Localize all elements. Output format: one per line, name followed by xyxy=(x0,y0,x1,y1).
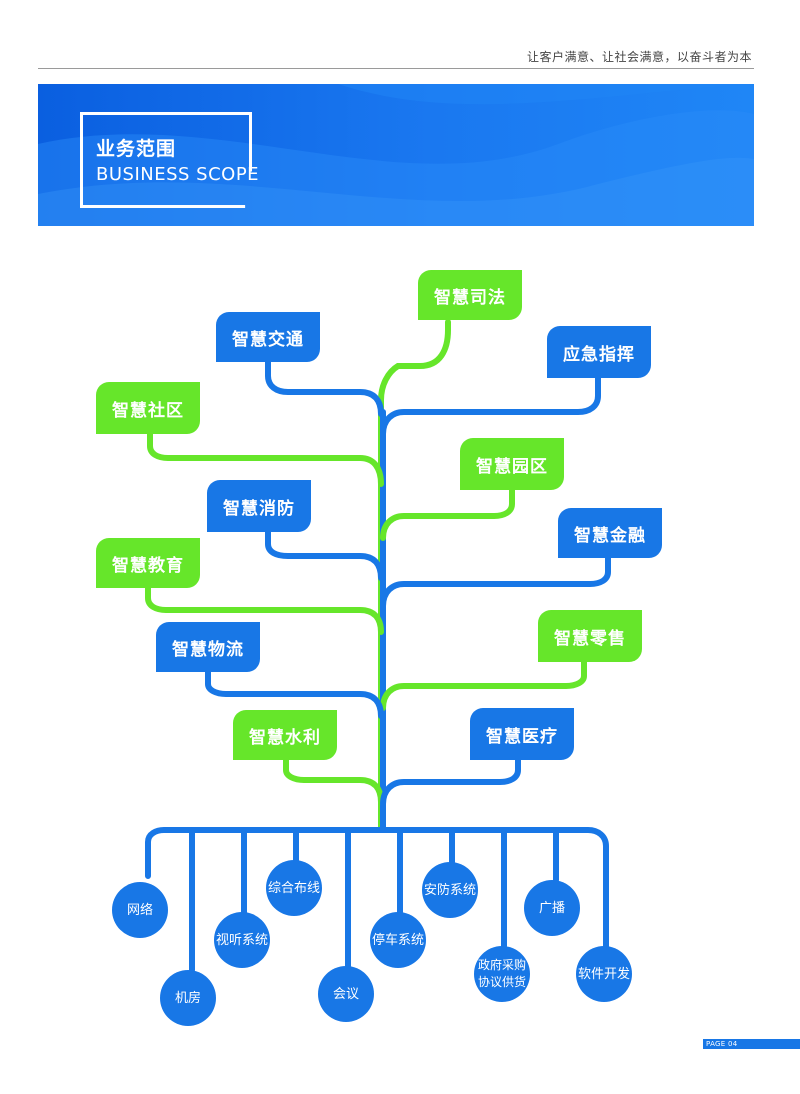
root-node-parking: 停车系统 xyxy=(370,912,426,968)
root-node-procurement: 政府采购 协议供货 xyxy=(474,946,530,1002)
branch-label-park: 智慧园区 xyxy=(460,438,564,490)
branch-logistics xyxy=(205,669,384,719)
branch-label-community: 智慧社区 xyxy=(96,382,200,434)
branch-community xyxy=(147,431,384,487)
root-node-av-system: 视听系统 xyxy=(214,912,270,968)
branch-education xyxy=(145,585,384,635)
title-frame xyxy=(80,112,252,208)
header-slogan: 让客户满意、让社会满意，以奋斗者为本 xyxy=(526,50,752,64)
branch-medical xyxy=(380,757,521,807)
banner-title-cn: 业务范围 xyxy=(96,138,177,160)
roots-bar xyxy=(145,827,609,951)
branch-label-judicial: 智慧司法 xyxy=(418,270,522,320)
branch-label-transport: 智慧交通 xyxy=(216,312,320,362)
branch-water xyxy=(283,757,384,805)
branch-retail xyxy=(380,659,587,711)
branch-label-water: 智慧水利 xyxy=(233,710,337,760)
branch-emergency xyxy=(380,375,601,437)
root-node-cabling: 综合布线 xyxy=(266,860,322,916)
branch-label-retail: 智慧零售 xyxy=(538,610,642,662)
branch-finance xyxy=(380,555,611,609)
branch-fire xyxy=(265,529,384,581)
branch-label-education: 智慧教育 xyxy=(96,538,200,588)
banner-wave-decoration xyxy=(38,84,754,226)
branch-park xyxy=(380,487,515,541)
trunk-to-judicial xyxy=(378,319,451,833)
header-divider xyxy=(38,68,754,69)
root-node-machine-room: 机房 xyxy=(160,970,216,1026)
branch-label-medical: 智慧医疗 xyxy=(470,708,574,760)
root-node-software: 软件开发 xyxy=(576,946,632,1002)
branch-label-emergency: 应急指挥 xyxy=(547,326,651,378)
branch-label-finance: 智慧金融 xyxy=(558,508,662,558)
root-node-security: 安防系统 xyxy=(422,862,478,918)
banner-title-en: BUSINESS SCOPE xyxy=(96,164,260,185)
branch-label-fire: 智慧消防 xyxy=(207,480,311,532)
page-number: PAGE 04 xyxy=(703,1039,800,1049)
branch-label-logistics: 智慧物流 xyxy=(156,622,260,672)
root-node-conference: 会议 xyxy=(318,966,374,1022)
root-node-broadcast: 广播 xyxy=(524,880,580,936)
root-node-network: 网络 xyxy=(112,882,168,938)
title-banner: 业务范围 BUSINESS SCOPE xyxy=(38,84,754,226)
branch-transport xyxy=(265,359,384,417)
